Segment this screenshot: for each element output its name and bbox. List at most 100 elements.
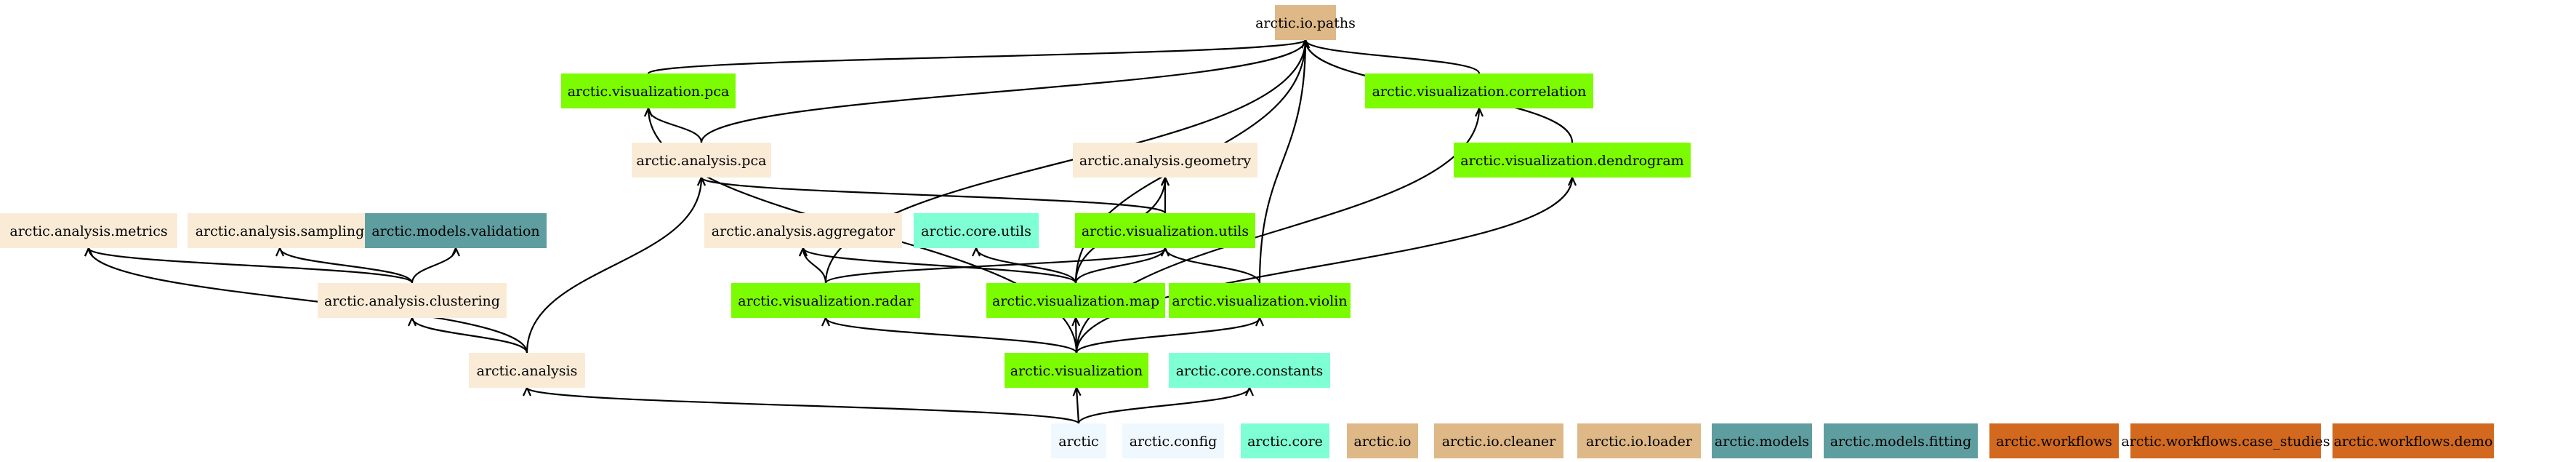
node-label: arctic.analysis.sampling: [196, 223, 365, 239]
node-box: [469, 353, 585, 388]
node-box: [0, 213, 177, 248]
node-box: [986, 283, 1165, 318]
node-arctic-visualization-utils: arctic.visualization.utils: [1075, 213, 1255, 248]
node-box: [704, 213, 902, 248]
edge-arctic-visualization-pca-to-arctic-io-paths: [647, 40, 1305, 75]
node-box: [561, 73, 736, 108]
edge-arctic-analysis-to-arctic-analysis-clustering: [412, 318, 528, 354]
node-box: [188, 213, 372, 248]
node-label: arctic.visualization.utils: [1082, 223, 1249, 239]
node-label: arctic.analysis.aggregator: [712, 223, 895, 239]
edge-arctic-analysis-pca-to-arctic-io-paths: [700, 40, 1305, 143]
edge-arctic-to-arctic-core-constants: [1077, 388, 1249, 424]
node-box: [1005, 353, 1148, 388]
node-arctic-models-validation: arctic.models.validation: [365, 213, 547, 248]
node-label: arctic.workflows: [1996, 434, 2112, 450]
node-arctic-io-cleaner: arctic.io.cleaner: [1434, 423, 1563, 458]
node-label: arctic.models: [1715, 434, 1809, 450]
node-box: [1989, 423, 2119, 458]
node-box: [1122, 423, 1224, 458]
node-arctic-io-loader: arctic.io.loader: [1577, 423, 1701, 458]
node-box: [1169, 283, 1351, 318]
node-arctic-io: arctic.io: [1347, 423, 1418, 458]
edge-arctic-visualization-to-arctic-visualization-radar: [826, 318, 1078, 354]
node-arctic-visualization-pca: arctic.visualization.pca: [561, 73, 736, 108]
node-box: [914, 213, 1039, 248]
node-arctic-visualization-dendrogram: arctic.visualization.dendrogram: [1454, 143, 1691, 178]
node-label: arctic.analysis.metrics: [9, 223, 167, 239]
node-label: arctic.visualization: [1010, 363, 1143, 379]
node-box: [1169, 353, 1330, 388]
edge-arctic-visualization-to-arctic-visualization-violin: [1075, 318, 1260, 354]
node-arctic-workflows: arctic.workflows: [1989, 423, 2119, 458]
edge-arctic-visualization-violin-to-arctic-visualization-utils: [1165, 248, 1261, 284]
node-arctic-visualization-violin: arctic.visualization.violin: [1169, 283, 1351, 318]
node-box: [2333, 423, 2494, 458]
node-label: arctic.visualization.pca: [568, 84, 730, 100]
node-label: arctic.io.loader: [1586, 434, 1693, 450]
edge-arctic-analysis-clustering-to-arctic-analysis-sampling: [280, 248, 414, 284]
node-box: [1365, 73, 1593, 108]
node-label: arctic.visualization.violin: [1172, 293, 1347, 309]
node-arctic-analysis: arctic.analysis: [469, 353, 585, 388]
edge-arctic-analysis-clustering-to-arctic-analysis-metrics: [89, 248, 414, 284]
node-label: arctic.analysis.geometry: [1079, 153, 1252, 169]
node-box: [1454, 143, 1691, 178]
node-arctic-visualization-correlation: arctic.visualization.correlation: [1365, 73, 1593, 108]
edge-arctic-analysis-pca-to-arctic-visualization-pca: [648, 108, 703, 143]
edge-arctic-to-arctic-visualization: [1076, 388, 1079, 424]
edge-arctic-visualization-correlation-to-arctic-io-paths: [1305, 40, 1481, 74]
node-box: [1241, 423, 1329, 458]
node-box: [1712, 423, 1812, 458]
node-arctic-analysis-clustering: arctic.analysis.clustering: [318, 283, 507, 318]
node-arctic-visualization-radar: arctic.visualization.radar: [731, 283, 920, 318]
node-label: arctic.io.paths: [1255, 15, 1356, 31]
edge-arctic-visualization-map-to-arctic-analysis-aggregator: [803, 248, 1077, 284]
node-box: [1434, 423, 1563, 458]
node-box: [1347, 423, 1418, 458]
edge-arctic-visualization-radar-to-arctic-visualization-utils: [824, 248, 1165, 284]
node-arctic-visualization: arctic.visualization: [1005, 353, 1148, 388]
node-label: arctic.models.validation: [371, 223, 539, 239]
node-arctic-core: arctic.core: [1241, 423, 1329, 458]
node-box: [1577, 423, 1701, 458]
node-box: [632, 143, 771, 178]
node-box: [1275, 5, 1336, 40]
node-arctic-core-utils: arctic.core.utils: [914, 213, 1039, 248]
node-label: arctic.analysis.pca: [637, 153, 767, 169]
node-label: arctic.workflows.case_studies: [2121, 434, 2330, 450]
node-arctic-analysis-geometry: arctic.analysis.geometry: [1073, 143, 1257, 178]
node-label: arctic.io: [1354, 434, 1412, 450]
node-arctic: arctic: [1051, 423, 1106, 458]
node-label: arctic.visualization.radar: [738, 293, 914, 309]
node-label: arctic.models.fitting: [1830, 434, 1972, 450]
node-box: [318, 283, 507, 318]
node-box: [2130, 423, 2321, 458]
node-arctic-workflows-case-studies: arctic.workflows.case_studies: [2121, 423, 2330, 458]
edge-arctic-visualization-utils-to-arctic-analysis-pca: [701, 178, 1167, 215]
node-label: arctic.core: [1247, 434, 1323, 450]
node-arctic-analysis-aggregator: arctic.analysis.aggregator: [704, 213, 902, 248]
node-arctic-analysis-metrics: arctic.analysis.metrics: [0, 213, 177, 248]
node-label: arctic.visualization.map: [992, 293, 1159, 309]
node-layer: arctic.io.paths arctic.visualization.pca a…: [0, 5, 2494, 458]
node-box: [365, 213, 547, 248]
node-box: [1051, 423, 1106, 458]
node-label: arctic.visualization.correlation: [1372, 84, 1587, 100]
node-label: arctic.core.constants: [1176, 363, 1324, 379]
edge-arctic-visualization-violin-to-arctic-io-paths: [1258, 40, 1305, 284]
node-label: arctic.analysis.clustering: [324, 293, 500, 309]
node-arctic-analysis-sampling: arctic.analysis.sampling: [188, 213, 372, 248]
node-label: arctic.analysis: [477, 363, 578, 379]
edge-arctic-visualization-to-arctic-visualization-dendrogram: [1075, 178, 1572, 354]
node-arctic-core-constants: arctic.core.constants: [1169, 353, 1330, 388]
edge-arctic-visualization-map-to-arctic-core-utils: [976, 248, 1077, 284]
node-label: arctic.visualization.dendrogram: [1460, 153, 1683, 169]
node-arctic-config: arctic.config: [1122, 423, 1224, 458]
node-arctic-models: arctic.models: [1712, 423, 1812, 458]
node-box: [1075, 213, 1255, 248]
edge-arctic-analysis-to-arctic-analysis-pca: [526, 178, 701, 354]
node-arctic-visualization-map: arctic.visualization.map: [986, 283, 1165, 318]
node-arctic-models-fitting: arctic.models.fitting: [1824, 423, 1978, 458]
